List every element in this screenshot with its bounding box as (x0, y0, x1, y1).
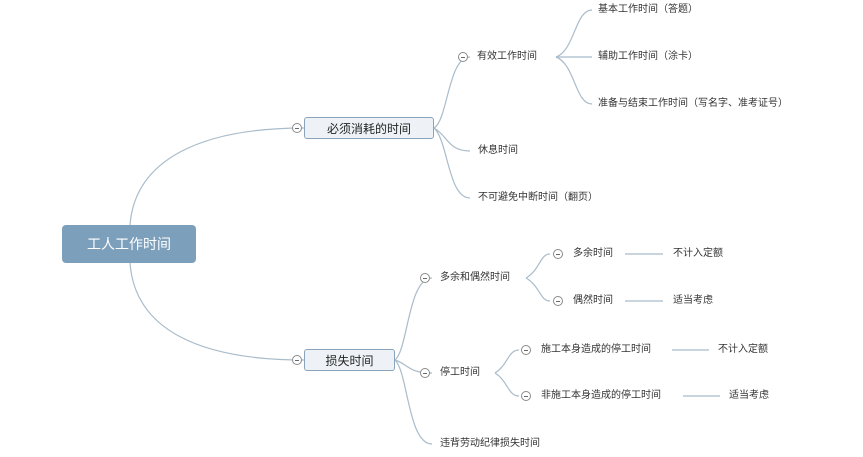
node-rest-time[interactable]: 休息时间 (478, 145, 518, 156)
node-construction-caused-downtime[interactable]: 施工本身造成的停工时间 (541, 344, 651, 355)
branch-lost-time[interactable]: 损失时间 (304, 349, 395, 371)
collapse-toggle-icon[interactable] (292, 123, 302, 133)
node-basic-work-time[interactable]: 基本工作时间（答题） (598, 4, 698, 15)
node-excess-time[interactable]: 多余时间 (573, 248, 613, 259)
note-consider-appropriately: 适当考虑 (673, 295, 713, 306)
collapse-toggle-icon[interactable] (420, 368, 430, 378)
collapse-toggle-icon[interactable] (553, 249, 563, 259)
branch-necessary-time[interactable]: 必须消耗的时间 (304, 117, 434, 139)
root-node[interactable]: 工人工作时间 (62, 225, 196, 263)
collapse-toggle-icon[interactable] (553, 296, 563, 306)
note-consider-appropriately: 适当考虑 (729, 390, 769, 401)
node-excess-accidental-time[interactable]: 多余和偶然时间 (440, 272, 510, 283)
node-downtime[interactable]: 停工时间 (440, 367, 480, 378)
collapse-toggle-icon[interactable] (458, 52, 468, 62)
node-prep-end-work-time[interactable]: 准备与结束工作时间（写名字、准考证号） (598, 98, 788, 109)
node-non-construction-downtime[interactable]: 非施工本身造成的停工时间 (541, 390, 661, 401)
collapse-toggle-icon[interactable] (420, 273, 430, 283)
collapse-toggle-icon[interactable] (521, 345, 531, 355)
node-accidental-time[interactable]: 偶然时间 (573, 295, 613, 306)
node-effective-work-time[interactable]: 有效工作时间 (477, 51, 537, 62)
node-auxiliary-work-time[interactable]: 辅助工作时间（涂卡） (598, 51, 698, 62)
note-not-counted: 不计入定额 (718, 344, 768, 355)
collapse-toggle-icon[interactable] (521, 391, 531, 401)
collapse-toggle-icon[interactable] (292, 355, 302, 365)
node-discipline-violation-time[interactable]: 违背劳动纪律损失时间 (440, 438, 540, 449)
node-unavoidable-interrupt-time[interactable]: 不可避免中断时间（翻页） (478, 192, 598, 203)
note-not-counted: 不计入定额 (673, 248, 723, 259)
